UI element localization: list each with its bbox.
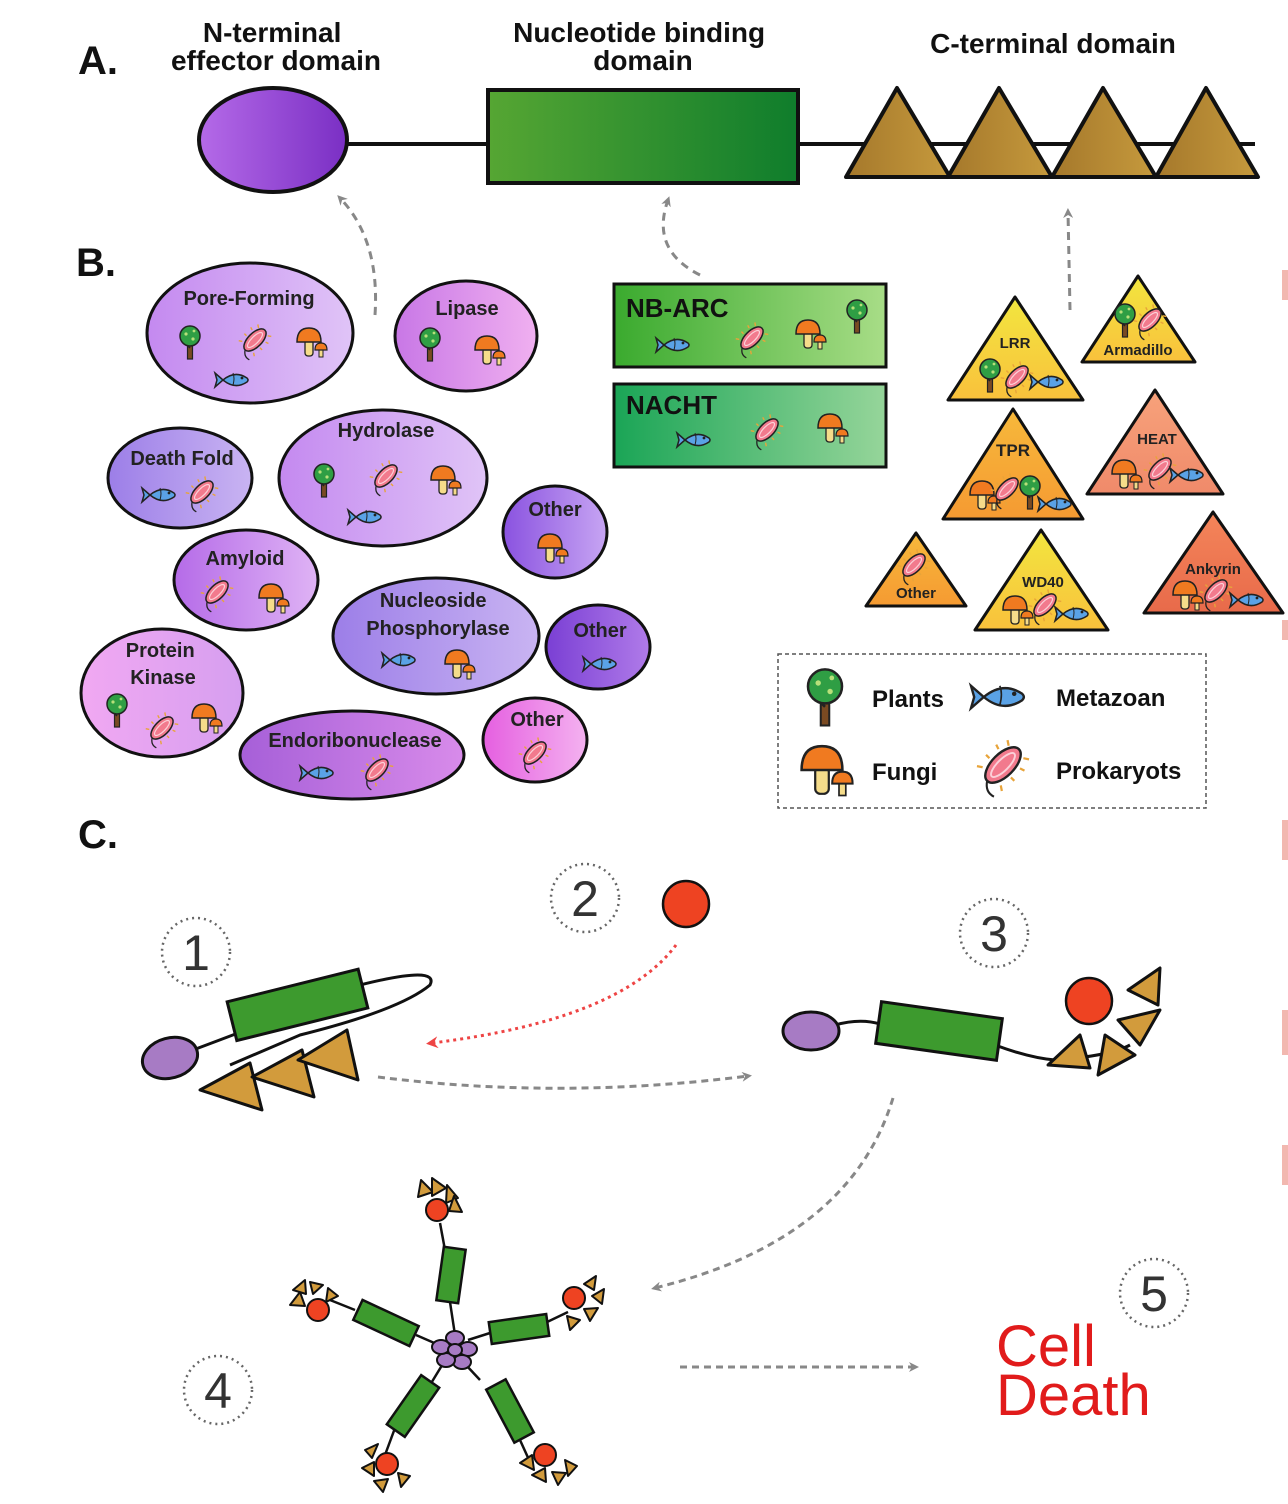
step-1-marker: 1 bbox=[160, 916, 232, 988]
other-repeat: Other bbox=[864, 531, 968, 608]
hydrolase-domain: Hydrolase bbox=[277, 408, 489, 548]
other-1-label: Other bbox=[528, 499, 582, 521]
n-terminal-heading: N-terminal effector domain bbox=[171, 17, 381, 76]
active-effector bbox=[781, 1010, 841, 1052]
pore-forming-domain: Pore-Forming bbox=[145, 261, 355, 405]
resistosome-repeats bbox=[289, 1177, 605, 1493]
amyloid-label: Amyloid bbox=[206, 548, 285, 570]
hydrolase-label: Hydrolase bbox=[338, 420, 435, 442]
nucleoside-phosphorylase-label: Nucleoside Phosphorylase bbox=[366, 590, 509, 640]
wd40-repeat: WD40 bbox=[973, 528, 1110, 632]
protein-kinase-line-1: Protein bbox=[126, 640, 195, 662]
nb-arc-box: NB-ARC bbox=[612, 282, 888, 369]
panel-b-label: B. bbox=[76, 241, 116, 285]
death-fold-domain: Death Fold bbox=[106, 426, 254, 530]
step-3-marker: 3 bbox=[958, 897, 1030, 969]
step-2-number: 2 bbox=[571, 871, 599, 927]
armadillo-label: Armadillo bbox=[1103, 342, 1172, 359]
arrow-step3-to-step4 bbox=[651, 1097, 895, 1292]
n-terminal-line-2: effector domain bbox=[171, 45, 381, 76]
ankyrin-label: Ankyrin bbox=[1185, 561, 1241, 578]
inactive-repeats bbox=[198, 1028, 360, 1112]
ligand-bound bbox=[1064, 976, 1114, 1026]
other-domain-2: Other bbox=[544, 603, 652, 691]
other-2-label: Other bbox=[573, 620, 627, 642]
panel-c-label: C. bbox=[78, 813, 118, 857]
resistosome-nbds bbox=[351, 1245, 551, 1445]
ankyrin-repeat: Ankyrin bbox=[1142, 510, 1285, 615]
armadillo-repeat: Armadillo bbox=[1080, 274, 1197, 364]
protein-kinase-domain: Protein Kinase bbox=[79, 627, 245, 759]
active-nbd bbox=[873, 1000, 1005, 1062]
legend-prokaryots: Prokaryots bbox=[1056, 758, 1181, 785]
active-nlr bbox=[781, 966, 1162, 1077]
step-5-number: 5 bbox=[1140, 1266, 1168, 1322]
panel-a-label: A. bbox=[78, 39, 118, 83]
nucleoside-phosphorylase-domain: Nucleoside Phosphorylase bbox=[331, 576, 541, 696]
pore-forming-label: Pore-Forming bbox=[183, 288, 314, 310]
lrr-label: LRR bbox=[1000, 335, 1031, 352]
nucleoside-line-2: Phosphorylase bbox=[366, 618, 509, 640]
edge-marks bbox=[1282, 270, 1288, 1185]
legend-fungi: Fungi bbox=[872, 759, 937, 786]
other-domain-3: Other bbox=[481, 696, 589, 784]
legend-metazoan: Metazoan bbox=[1056, 685, 1165, 712]
arrow-nbd-up bbox=[661, 196, 701, 277]
step-1-number: 1 bbox=[182, 925, 210, 981]
endoribonuclease-label: Endoribonuclease bbox=[268, 730, 441, 752]
other-repeat-label: Other bbox=[896, 585, 936, 602]
legend: Plants Metazoan Fungi Prokaryots bbox=[777, 653, 1207, 809]
nacht-box: NACHT bbox=[612, 382, 888, 469]
step-3-number: 3 bbox=[980, 906, 1008, 962]
active-repeats bbox=[1046, 966, 1162, 1077]
nb-arc-label: NB-ARC bbox=[626, 293, 729, 323]
cell-death-line-2: Death bbox=[996, 1363, 1151, 1428]
step-4-number: 4 bbox=[204, 1363, 232, 1419]
lipase-domain: Lipase bbox=[393, 279, 539, 393]
heat-label: HEAT bbox=[1137, 431, 1177, 448]
ligand-step-2 bbox=[661, 879, 711, 929]
inactive-nlr bbox=[140, 967, 433, 1112]
endoribonuclease-domain: Endoribonuclease bbox=[238, 709, 466, 801]
arrow-step1-to-step3 bbox=[377, 1071, 752, 1090]
protein-kinase-label: Protein Kinase bbox=[126, 640, 200, 689]
amyloid-domain: Amyloid bbox=[172, 528, 320, 632]
inactive-nbd bbox=[225, 967, 370, 1043]
heat-repeat: HEAT bbox=[1085, 388, 1225, 496]
nucleotide-binding-rect bbox=[486, 88, 800, 185]
lipase-label: Lipase bbox=[435, 298, 498, 320]
arrow-ligand-binding bbox=[426, 944, 678, 1049]
nacht-label: NACHT bbox=[626, 390, 717, 420]
resistosome-core bbox=[431, 1330, 478, 1370]
lrr-repeat: LRR bbox=[946, 295, 1085, 402]
nbd-line-2: domain bbox=[593, 45, 693, 76]
wd40-label: WD40 bbox=[1022, 574, 1064, 591]
other-3-label: Other bbox=[510, 709, 564, 731]
n-terminal-line-1: N-terminal bbox=[203, 17, 341, 48]
legend-plants: Plants bbox=[872, 686, 944, 713]
inactive-effector bbox=[140, 1035, 200, 1081]
other-domain-1: Other bbox=[501, 484, 609, 580]
effector-domain-oval bbox=[197, 86, 349, 194]
c-terminal-triangles bbox=[844, 86, 1260, 179]
nbd-heading: Nucleotide binding domain bbox=[513, 17, 773, 76]
step-4-marker: 4 bbox=[182, 1354, 254, 1426]
step-2-marker: 2 bbox=[549, 862, 621, 934]
nbd-line-1: Nucleotide binding bbox=[513, 17, 765, 48]
tpr-label: TPR bbox=[996, 441, 1030, 460]
c-terminal-heading: C-terminal domain bbox=[930, 28, 1176, 59]
arrow-repeats-up bbox=[1063, 208, 1074, 311]
arrow-effectors-up bbox=[337, 195, 378, 316]
resistosome-ligands bbox=[306, 1198, 586, 1476]
nucleoside-line-1: Nucleoside bbox=[380, 590, 487, 612]
tpr-repeat: TPR bbox=[941, 407, 1085, 521]
cell-death-text: Cell Death bbox=[996, 1314, 1151, 1428]
protein-kinase-line-2: Kinase bbox=[130, 667, 196, 689]
death-fold-label: Death Fold bbox=[130, 448, 233, 470]
step-5-marker: 5 bbox=[1118, 1257, 1190, 1329]
cell-death-line-1: Cell bbox=[996, 1314, 1096, 1379]
resistosome bbox=[289, 1177, 605, 1493]
